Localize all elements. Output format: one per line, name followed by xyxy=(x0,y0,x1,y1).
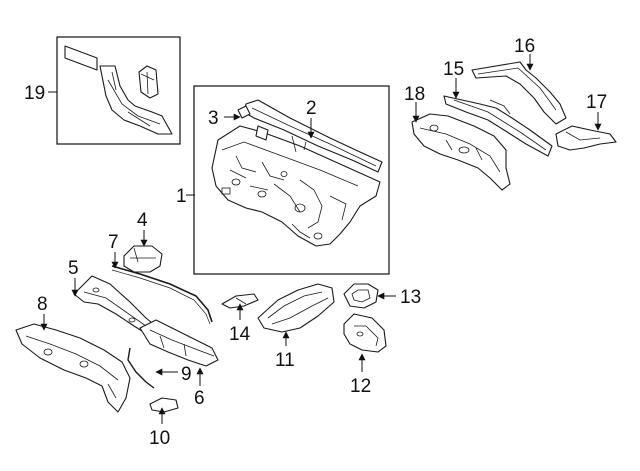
part-16-upper-rail[interactable] xyxy=(471,61,567,125)
part-9-hose[interactable] xyxy=(127,347,155,389)
part-15-lower-rail[interactable] xyxy=(443,95,553,157)
callout-2: 2 xyxy=(306,98,317,119)
part-1-dash-panel[interactable] xyxy=(211,125,381,247)
part-14-brace[interactable] xyxy=(221,293,259,309)
part-10-bracket[interactable] xyxy=(149,397,179,413)
callout-10: 10 xyxy=(149,428,170,449)
part-19-bracket-assembly[interactable] xyxy=(64,45,173,135)
callout-14: 14 xyxy=(229,324,251,345)
callout-16: 16 xyxy=(514,36,535,57)
callout-3: 3 xyxy=(208,108,219,129)
callout-17: 17 xyxy=(586,92,607,113)
callout-8: 8 xyxy=(37,294,48,315)
callout-4: 4 xyxy=(137,210,148,231)
part-18-side-panel[interactable] xyxy=(411,113,511,191)
part-6-cowl-panel[interactable] xyxy=(139,319,219,367)
inset-box-19 xyxy=(48,36,181,145)
callout-5: 5 xyxy=(68,258,79,279)
callout-6: 6 xyxy=(194,388,205,409)
part-7-rod[interactable] xyxy=(111,265,213,325)
main-box-1 xyxy=(186,85,390,275)
callout-9: 9 xyxy=(181,364,192,385)
part-12-plate[interactable] xyxy=(343,313,387,353)
part-17-gusset[interactable] xyxy=(555,125,617,151)
callout-7: 7 xyxy=(108,232,119,253)
callout-19: 19 xyxy=(24,83,45,104)
callout-1: 1 xyxy=(176,186,187,207)
part-11-tray[interactable] xyxy=(257,283,335,333)
part-8-dash-side[interactable] xyxy=(15,323,131,413)
part-4-block[interactable] xyxy=(123,245,163,273)
callout-18: 18 xyxy=(404,84,425,105)
part-13-ring[interactable] xyxy=(343,283,379,309)
callout-11: 11 xyxy=(275,350,295,371)
callout-13: 13 xyxy=(400,287,421,308)
callout-15: 15 xyxy=(443,59,464,80)
callout-12: 12 xyxy=(350,376,371,397)
